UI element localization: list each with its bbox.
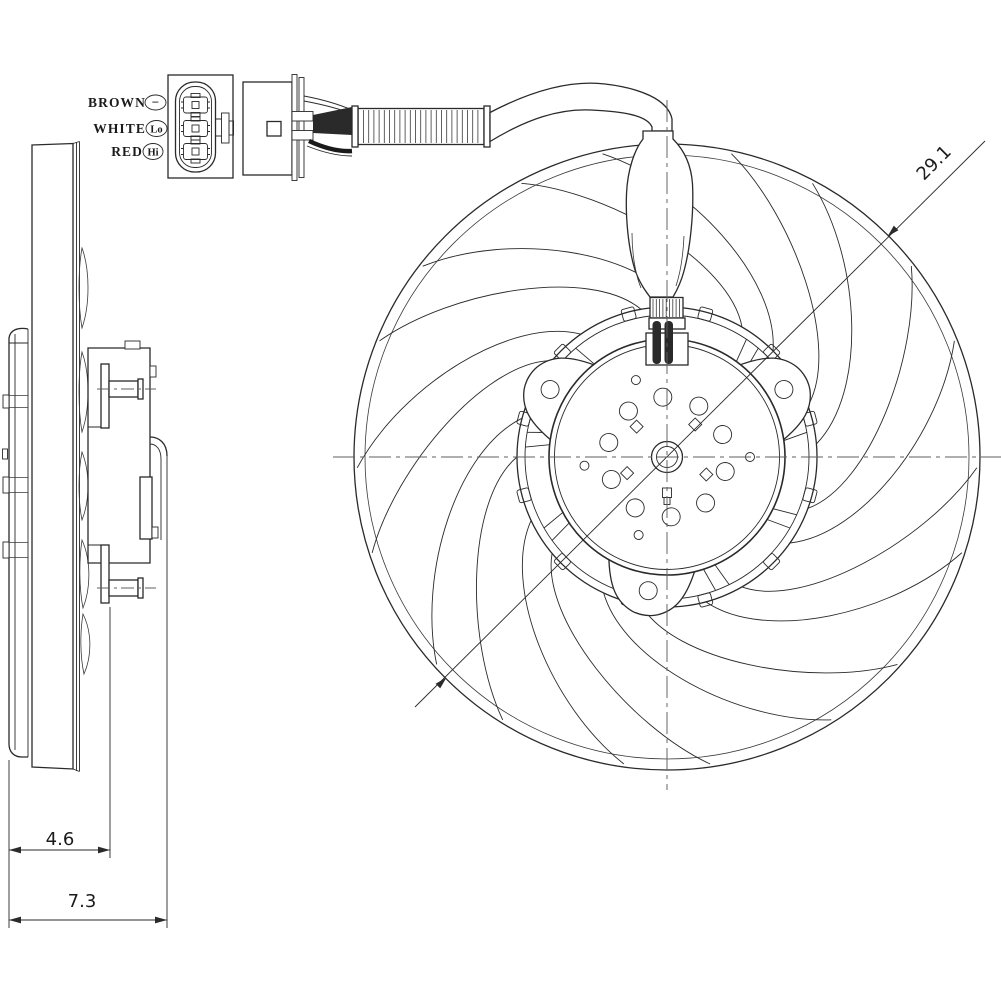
terminal-circle xyxy=(144,94,167,111)
wire-loom xyxy=(351,105,491,148)
motor-lead-wire xyxy=(652,321,661,364)
black-wire xyxy=(313,107,352,135)
rubber-boot xyxy=(625,130,694,298)
terminal-circle xyxy=(142,143,164,160)
fan-side-view xyxy=(2,141,168,772)
connector-housing-side xyxy=(242,74,314,181)
mount-depth-value: 4.6 xyxy=(46,829,75,850)
housing-window xyxy=(266,120,282,137)
terminal-badge-brown: − xyxy=(152,95,159,110)
overall-depth-value: 7.3 xyxy=(68,891,97,912)
wire-label-brown: BROWN xyxy=(88,95,146,110)
wire-label-white: WHITE xyxy=(93,121,146,136)
fan-disc-profile xyxy=(31,141,91,772)
upper-mount-flange xyxy=(100,363,110,429)
motor-lead-wire xyxy=(664,321,673,364)
motor-side-profile xyxy=(87,340,168,604)
cable-bracket xyxy=(149,436,168,457)
dim-overall-depth: 7.3 xyxy=(9,456,168,928)
terminal-badge-red: Hi xyxy=(147,148,158,159)
connector-holder xyxy=(139,476,153,540)
lower-mount-flange xyxy=(100,544,110,604)
terminal-badge-white: Lo xyxy=(150,125,162,136)
fan-diameter-value: 29.1 xyxy=(913,142,956,185)
connector-latch xyxy=(221,112,230,144)
shroud-bracket xyxy=(2,327,29,758)
dim-mount-depth: 4.6 xyxy=(8,607,111,928)
wire-label-red: RED xyxy=(111,144,143,159)
centerlines xyxy=(97,100,1001,790)
wire-harness xyxy=(351,82,694,366)
dim-fan-diameter: 29.1 xyxy=(414,140,986,708)
connector-plug-front xyxy=(167,74,234,179)
terminal-circle xyxy=(145,120,168,137)
connector-detail: BROWN − WHITE Lo RED Hi xyxy=(88,74,353,181)
wire-color-legend: BROWN − WHITE Lo RED Hi xyxy=(88,94,168,160)
black-wire xyxy=(308,138,353,154)
harness-wires xyxy=(303,95,353,157)
